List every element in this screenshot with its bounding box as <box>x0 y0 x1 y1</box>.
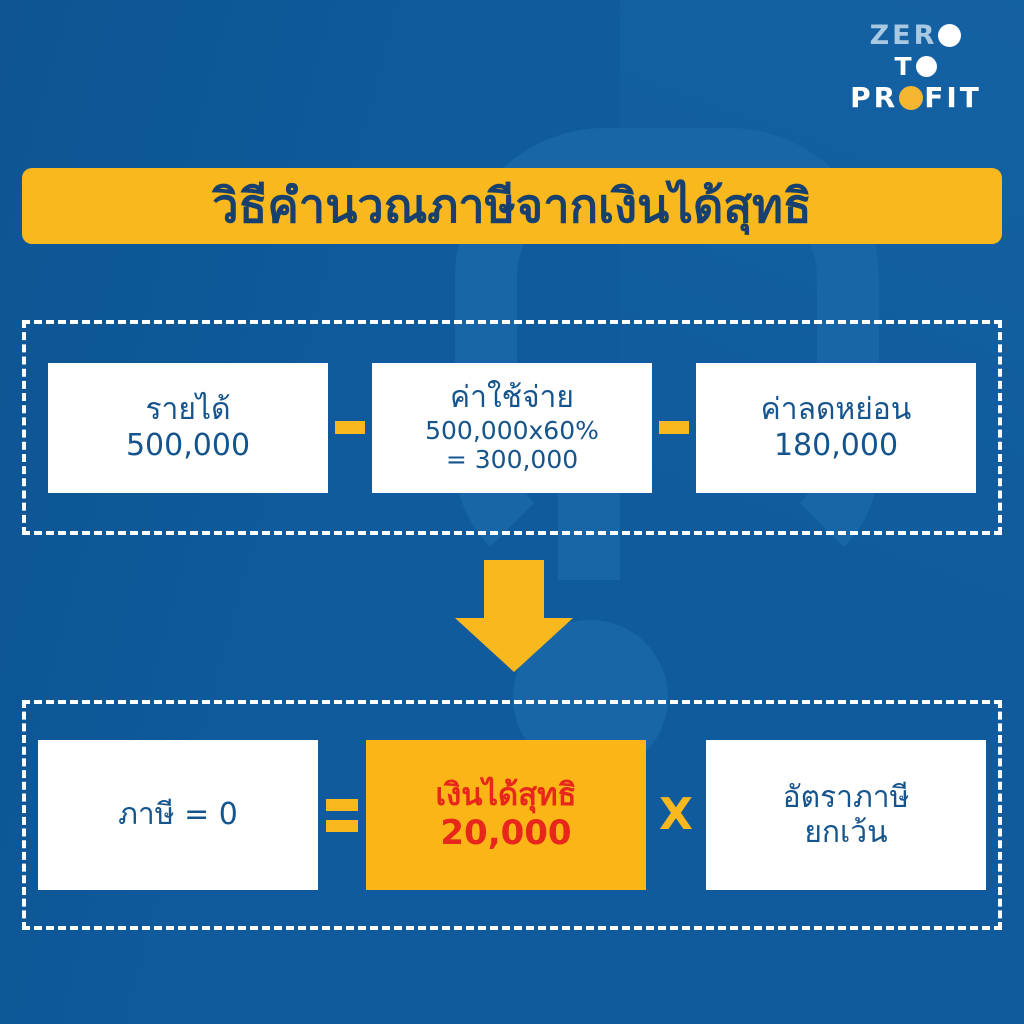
logo-line-profit: PR FIT <box>836 84 996 112</box>
logo-dot-white-o <box>915 56 937 77</box>
net-income-value: 20,000 <box>440 813 572 854</box>
arrow-down-icon <box>455 560 573 672</box>
minus-icon <box>659 421 689 434</box>
income-row: รายได้ 500,000 ค่าใช้จ่าย 500,000x60% = … <box>26 362 998 493</box>
deduction-label: ค่าลดหย่อน <box>760 392 912 428</box>
tax-row: ภาษี = 0 เงินได้สุทธิ 20,000 X อัตราภาษี… <box>26 740 998 890</box>
minus-operator-2 <box>652 421 696 434</box>
tax-result-cell: ภาษี = 0 <box>38 740 318 890</box>
expense-value: 500,000x60% <box>425 415 599 445</box>
expense-cell: ค่าใช้จ่าย 500,000x60% = 300,000 <box>372 362 652 493</box>
logo-text-zer: ZER <box>869 20 938 51</box>
tax-rate-label: อัตราภาษี <box>782 779 910 815</box>
title-banner: วิธีคำนวณภาษีจากเงินได้สุทธิ <box>22 168 1002 244</box>
deduction-value: 180,000 <box>773 427 899 463</box>
arrow-shaft <box>484 560 544 622</box>
deduction-cell: ค่าลดหย่อน 180,000 <box>696 362 976 493</box>
income-calculation-group: รายได้ 500,000 ค่าใช้จ่าย 500,000x60% = … <box>22 320 1002 535</box>
logo-text-t: T <box>894 52 915 81</box>
equals-icon-bar-bottom <box>326 819 358 832</box>
net-income-label: เงินได้สุทธิ <box>435 776 577 813</box>
arrow-head <box>455 618 573 672</box>
logo-text-fit: FIT <box>924 81 982 114</box>
income-value: 500,000 <box>125 427 251 463</box>
logo-dot-white-o <box>938 24 962 47</box>
equals-icon-bar-top <box>326 798 358 811</box>
logo-text-pr: PR <box>850 81 899 114</box>
expense-result: = 300,000 <box>445 445 579 475</box>
income-cell: รายได้ 500,000 <box>48 362 328 493</box>
brand-logo: ZER T PR FIT <box>836 22 996 112</box>
income-label: รายได้ <box>145 392 231 428</box>
page-title: วิธีคำนวณภาษีจากเงินได้สุทธิ <box>212 178 812 234</box>
tax-rate-cell: อัตราภาษี ยกเว้น <box>706 740 986 890</box>
minus-operator-1 <box>328 421 372 434</box>
equals-operator <box>318 798 366 832</box>
logo-dot-amber-o <box>899 86 924 110</box>
minus-icon <box>335 421 365 434</box>
tax-result-label: ภาษี = 0 <box>118 797 238 833</box>
logo-line-zero: ZER <box>836 22 996 49</box>
expense-label: ค่าใช้จ่าย <box>450 380 574 416</box>
multiply-operator: X <box>659 789 693 840</box>
net-income-cell: เงินได้สุทธิ 20,000 <box>366 740 646 890</box>
logo-line-to: T <box>836 54 996 79</box>
tax-rate-value: ยกเว้น <box>804 815 888 850</box>
tax-calculation-group: ภาษี = 0 เงินได้สุทธิ 20,000 X อัตราภาษี… <box>22 700 1002 930</box>
